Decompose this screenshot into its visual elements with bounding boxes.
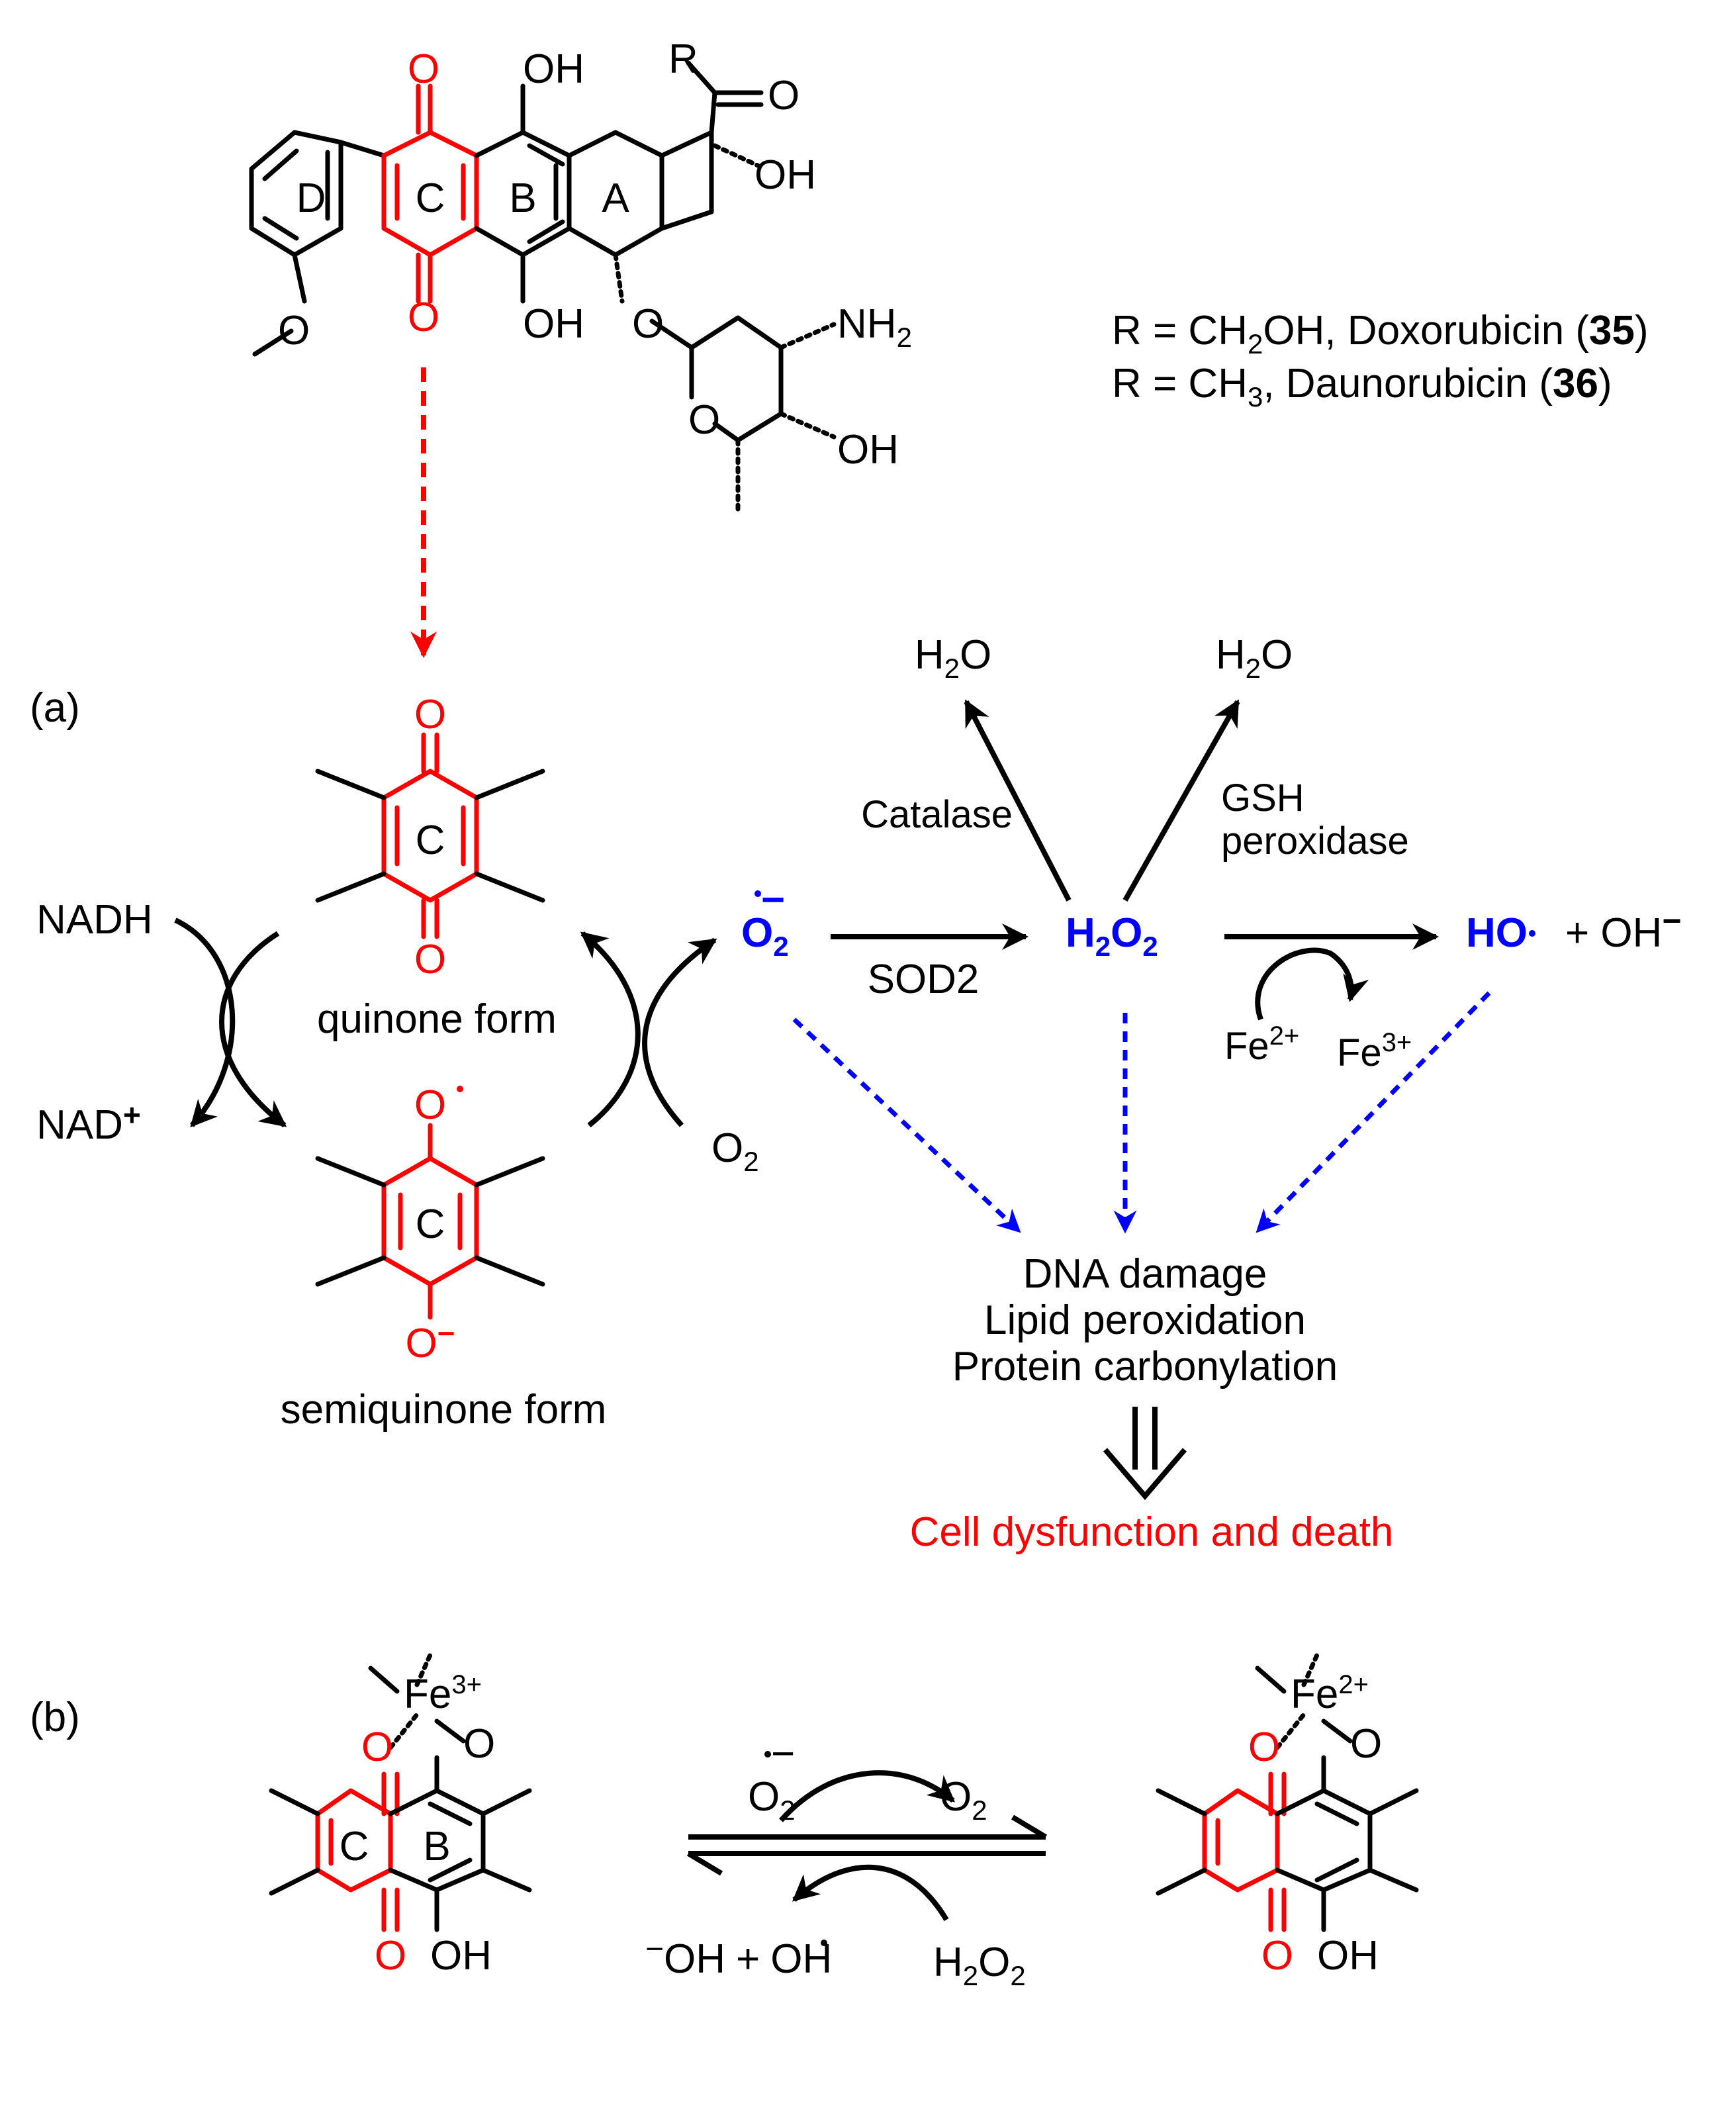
methoxy-oxygen: O [278, 308, 310, 353]
fe2-label-b: Fe2+ [1291, 1670, 1369, 1717]
top-quinone-oxygen-1: O [408, 46, 439, 92]
fe2-complex-quinone-o: O [1248, 1724, 1280, 1770]
b-hydroxyl-radical-dot [821, 1940, 827, 1946]
catalase-label: Catalase [861, 793, 1013, 836]
superoxide-charge: − [761, 877, 785, 923]
fe2-complex [1156, 1652, 1419, 1932]
water-right: H2O [1216, 632, 1293, 684]
semiquinone-form-label: semiquinone form [281, 1387, 607, 1433]
legend-daunorubicin: R = CH3, Daunorubicin (36) [1112, 361, 1612, 412]
panel-a: (a) O O C quinone form [30, 632, 1682, 1555]
ring-d [249, 130, 387, 357]
semiquinone-ring-c-label: C [416, 1201, 445, 1247]
fe3-complex-oh: OH [430, 1933, 492, 1979]
fe2-complex-bottom-o: O [1261, 1933, 1293, 1979]
effect-protein-carbonylation: Protein carbonylation [952, 1344, 1338, 1389]
b-h2o2-label: H2O2 [933, 1940, 1026, 1991]
panel-b-label: (b) [30, 1695, 80, 1740]
fe3-complex-ring-b: B [423, 1824, 450, 1869]
hydroxyl-radical-dot [1529, 930, 1535, 937]
amino-group: NH2 [837, 301, 912, 353]
o2-to-superoxide-arrow [642, 937, 717, 1127]
sugar-oh: OH [837, 427, 899, 473]
fe3-complex-bottom-o: O [375, 1933, 406, 1979]
ring-a-label: A [602, 175, 629, 221]
daunosamine-sugar [649, 315, 837, 512]
b-superoxide-radical-dot [764, 1751, 771, 1758]
sugar-ring-oxygen: O [688, 397, 720, 443]
superoxide-label: O2 [741, 910, 789, 962]
effect-dna-damage: DNA damage [1023, 1251, 1267, 1297]
b-superoxide-charge: − [771, 1731, 795, 1777]
nadh-to-nad-arrow [174, 917, 236, 1127]
fe3-complex [269, 1652, 532, 1932]
ring-d-label: D [297, 175, 326, 221]
legend-doxorubicin: R = CH2OH, Doxorubicin (35) [1112, 308, 1649, 359]
anthracycline-structure: O O OH OH R O OH O O O NH2 OH D C B A R … [249, 36, 1649, 658]
outcome-double-arrow [1103, 1407, 1187, 1501]
top-oh-3: OH [754, 152, 816, 198]
panel-a-label: (a) [30, 685, 80, 731]
gsh-label: GSH [1221, 776, 1304, 820]
quinone-oxygen-bottom: O [414, 937, 446, 982]
ring-c-label-top: C [416, 175, 445, 221]
semiquinone-oxygen-radical: O [414, 1082, 446, 1128]
fe2-complex-phenoxide-o: O [1350, 1721, 1382, 1767]
panel-b: (b) Fe3+ O O O OH C B [30, 1652, 1419, 1991]
fe3-complex-quinone-o: O [361, 1724, 393, 1770]
quinone-form-label: quinone form [317, 996, 557, 1042]
fe2-complex-oh: OH [1317, 1933, 1379, 1979]
nadh-label: NADH [36, 897, 153, 943]
sod2-label: SOD2 [868, 957, 980, 1002]
quinone-ring [315, 732, 545, 939]
h2o2-label: H2O2 [1066, 910, 1158, 962]
ring-b [474, 83, 572, 304]
semiquinone-oxygen-anion: O− [405, 1316, 455, 1366]
hydroxyl-radical-label: HO [1466, 910, 1528, 956]
h2o2-to-hydroxyl-arrow [792, 1864, 949, 1922]
quinone-ring-c-label: C [416, 818, 445, 863]
fe3-label: Fe3+ [404, 1670, 482, 1717]
radical-dot [457, 1086, 463, 1092]
fe3-complex-phenoxide-o: O [463, 1721, 495, 1767]
gsh-peroxidase-arrow [1122, 699, 1240, 902]
effect-lipid-peroxidation: Lipid peroxidation [984, 1297, 1306, 1343]
water-left: H2O [915, 632, 991, 684]
iron-redox-arrow [1255, 947, 1369, 1021]
semiquinone-ring [315, 1123, 545, 1320]
b-o2-label: O2 [940, 1774, 987, 1826]
catalase-arrow [964, 699, 1072, 902]
top-oh-1: OH [523, 46, 584, 92]
nad-plus-label: NAD+ [36, 1098, 141, 1148]
superoxide-to-o2-arrow [779, 1770, 956, 1822]
b-superoxide-label: O2 [748, 1774, 796, 1826]
fe3-label: Fe3+ [1337, 1028, 1412, 1074]
ring-b-label: B [509, 175, 536, 221]
quinone-to-semiquinone-arrow [219, 931, 287, 1128]
peroxidase-label: peroxidase [1221, 820, 1409, 863]
ketone-oxygen: O [768, 73, 799, 118]
b-hydroxide-radical-label: −OH+OH [645, 1932, 832, 1982]
top-oh-2: OH [523, 301, 584, 347]
superoxide-damage-arrow [792, 1017, 1021, 1233]
semiquinone-to-quinone-arrow [580, 931, 641, 1128]
o2-label: O2 [711, 1125, 759, 1177]
fe2-label: Fe2+ [1224, 1021, 1299, 1068]
hydroxide-label: + OH− [1565, 902, 1682, 956]
outcome-label: Cell dysfunction and death [910, 1509, 1394, 1555]
top-quinone-oxygen-2: O [408, 295, 439, 340]
superoxide-radical-dot [754, 890, 761, 897]
fe3-complex-ring-c: C [340, 1824, 369, 1869]
r-group: R [668, 36, 698, 82]
glycosidic-oxygen: O [632, 301, 664, 347]
ring-a [567, 60, 764, 304]
quinone-oxygen-top: O [414, 692, 446, 737]
